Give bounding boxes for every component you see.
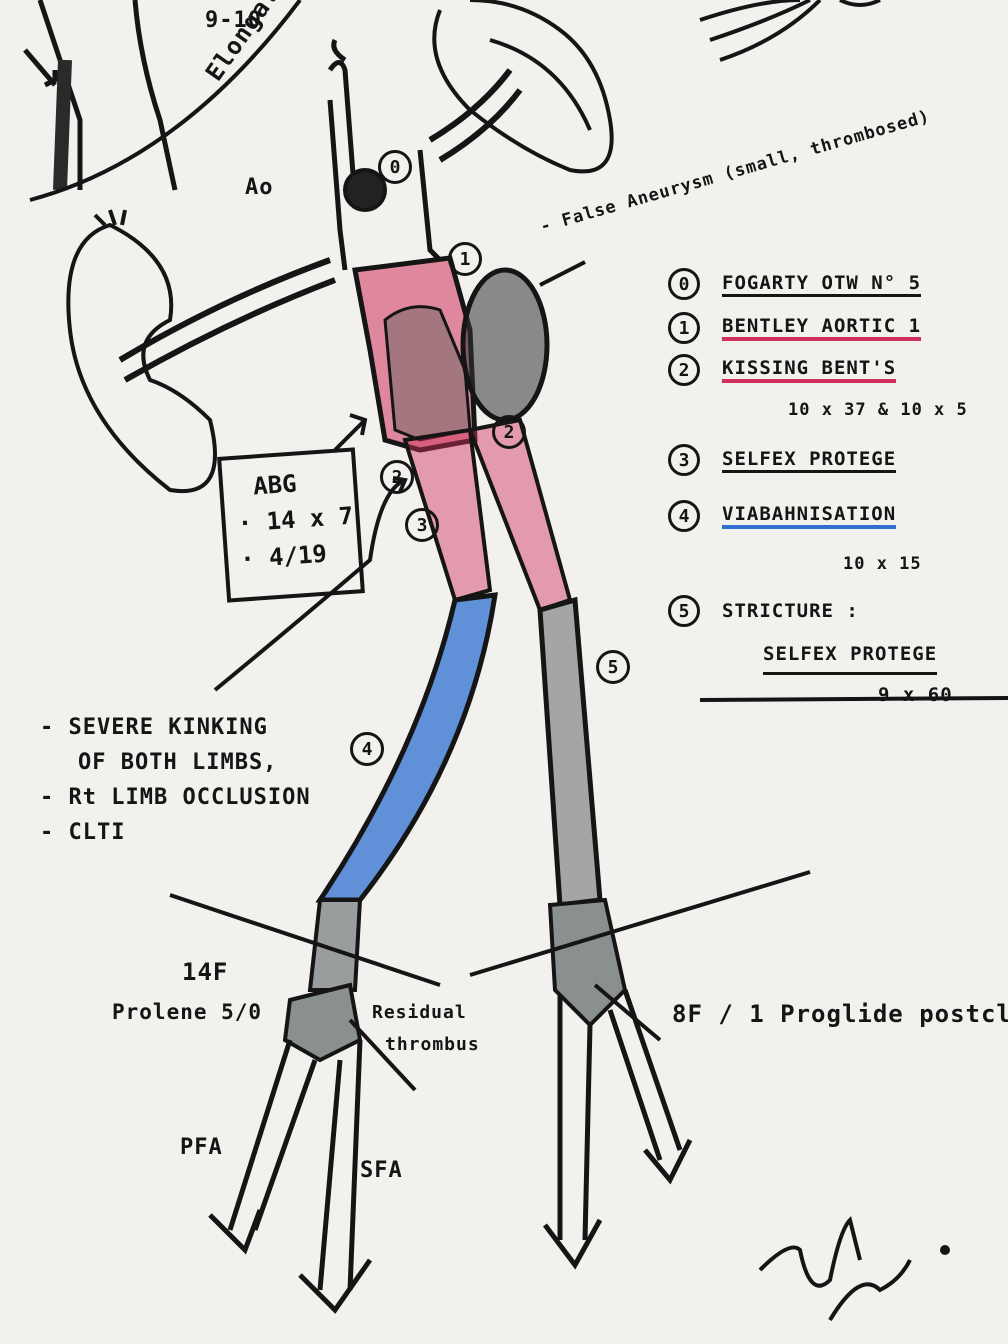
- legend-item-1: 1 BENTLEY AORTIC 1: [668, 306, 1008, 350]
- callout-0: 0: [378, 150, 412, 184]
- fogarty-balloon: [343, 168, 387, 212]
- right-limb-lower: [307, 898, 363, 992]
- abg-line-1: · 14 x 7: [236, 501, 355, 538]
- divider: [699, 696, 1008, 702]
- legend-num-1: 1: [668, 312, 700, 344]
- legend-num-5: 5: [668, 595, 700, 627]
- legend-text-5: STRICTURE :: [722, 600, 859, 622]
- left-sheath-label: 8F / 1 Proglide postclose: [672, 1000, 1008, 1028]
- left-kidney: [66, 209, 337, 494]
- ao-label: Ao: [245, 175, 274, 200]
- legend-sub-2: 10 x 37 & 10 x 5: [788, 400, 968, 420]
- legend-item-0: 0 FOGARTY OTW N° 5: [668, 262, 1008, 306]
- abg-title: ABG: [252, 469, 298, 501]
- abg-line-2: · 4/19: [239, 539, 328, 574]
- pfa-label: PFA: [180, 1135, 223, 1160]
- callout-3: 3: [405, 508, 439, 542]
- callout-4: 4: [350, 732, 384, 766]
- sfa-label: SFA: [360, 1158, 403, 1183]
- legend-text-1: BENTLEY AORTIC 1: [722, 315, 922, 341]
- legend-sub1-5: SELFEX PROTEGE: [763, 636, 938, 675]
- note-1: - SEVERE KINKING: [40, 715, 268, 740]
- legend-text-4: VIABAHNISATION: [722, 503, 897, 529]
- note-4: - CLTI: [40, 820, 126, 845]
- sheath-lines: [169, 870, 811, 1092]
- legend-item-3: 3 SELFEX PROTEGE: [668, 430, 1008, 490]
- right-bifurcation: [282, 982, 363, 1063]
- left-limb-gray: [537, 596, 603, 908]
- legend-sub-4: 10 x 15: [843, 554, 922, 574]
- abg-box: ABG · 14 x 7 · 4/19: [217, 447, 365, 603]
- callout-2a: 2: [380, 460, 414, 494]
- legend-num-4: 4: [668, 500, 700, 532]
- legend-item-4: 4 VIABAHNISATION: [668, 490, 1008, 542]
- legend-text-2: KISSING BENT'S: [722, 357, 897, 383]
- left-notes: - SEVERE KINKING OF BOTH LIMBS, - Rt LIM…: [40, 715, 311, 845]
- right-kidney: [428, 0, 614, 174]
- signature: [758, 1216, 950, 1322]
- legend: 0 FOGARTY OTW N° 5 1 BENTLEY AORTIC 1 2 …: [668, 262, 1008, 715]
- top-ruler-label: 9-10: [205, 8, 262, 33]
- right-branches: [208, 1039, 373, 1314]
- legend-item-5: 5 STRICTURE :: [668, 586, 1008, 636]
- callout-1: 1: [448, 242, 482, 276]
- right-limb-blue: [315, 592, 498, 903]
- legend-text-0: FOGARTY OTW N° 5: [722, 272, 922, 297]
- legend-text-3: SELFEX PROTEGE: [722, 448, 897, 473]
- aorta-upper: [327, 38, 442, 271]
- legend-num-0: 0: [668, 268, 700, 300]
- top-right-scribble: [699, 0, 881, 62]
- top-left-inset: [23, 0, 302, 202]
- right-limb-red: [402, 427, 493, 603]
- left-branches: [543, 989, 693, 1270]
- legend-sub2-5: 9 x 60: [878, 684, 953, 706]
- legend-num-3: 3: [668, 444, 700, 476]
- thrombus-label: thrombus: [385, 1034, 480, 1055]
- false-aneurysm: [460, 267, 550, 423]
- right-sheath-device: Prolene 5/0: [112, 1000, 263, 1024]
- residual-label: Residual: [372, 1002, 467, 1023]
- right-sheath-size: 14F: [182, 958, 229, 986]
- note-3: - Rt LIMB OCCLUSION: [40, 785, 311, 810]
- callout-5: 5: [596, 650, 630, 684]
- legend-item-2: 2 KISSING BENT'S: [668, 350, 1008, 390]
- callout-2b: 2: [492, 415, 526, 449]
- note-2: OF BOTH LIMBS,: [78, 750, 278, 775]
- legend-num-2: 2: [668, 354, 700, 386]
